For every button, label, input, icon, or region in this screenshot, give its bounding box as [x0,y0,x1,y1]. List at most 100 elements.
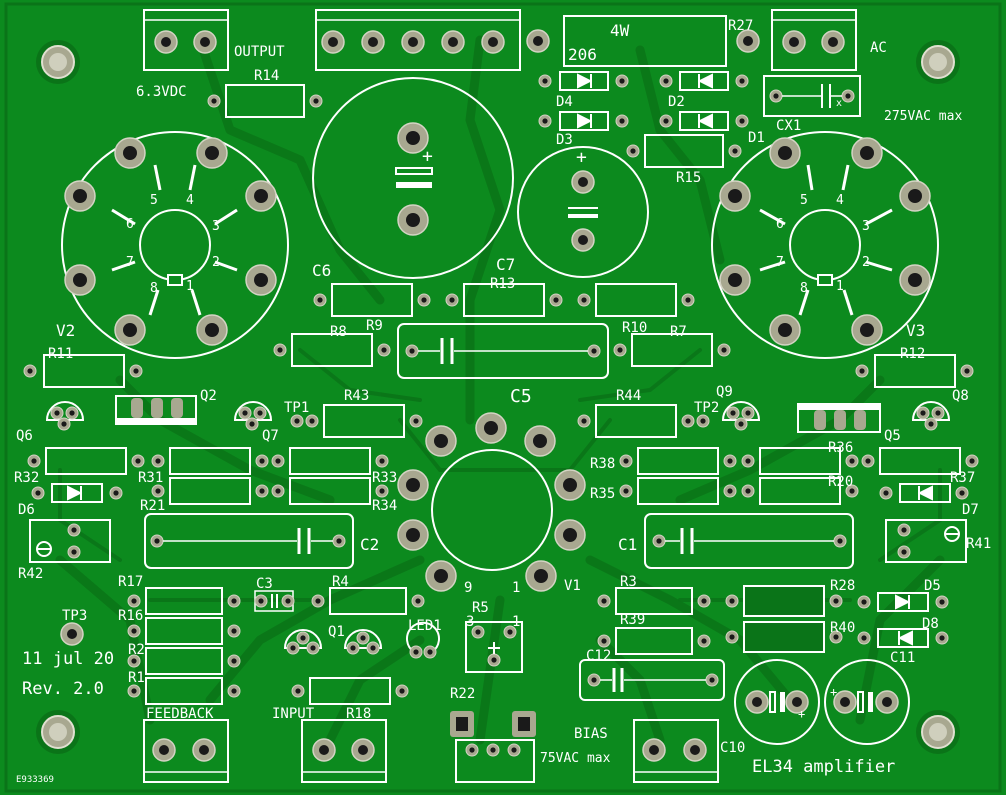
label-bias: BIAS [574,726,608,742]
svg-text:8: 8 [800,281,808,296]
mounting-hole-br [915,709,961,755]
svg-text:5: 5 [800,193,808,208]
label-r32: R32 [14,470,39,486]
label-r15: R15 [676,170,701,186]
label-r5-pin1: 1 [512,614,520,630]
svg-text:+: + [798,707,805,721]
label-c6: C6 [312,261,331,280]
label-c7: C7 [496,255,515,274]
label-r27: R27 [728,18,753,34]
label-led1: LED1 [408,618,442,634]
tube-pin-numbers: 1 2 3 4 5 6 7 8 1 2 3 4 5 6 7 8 [126,193,870,296]
label-q9: Q8 [952,388,969,404]
svg-text:4: 4 [186,193,194,208]
label-r21: R21 [140,498,165,514]
label-r18: R18 [346,706,371,722]
label-c1: C1 [618,535,637,554]
led1 [406,621,440,659]
svg-text:2: 2 [212,255,220,270]
label-d6: D6 [18,502,35,518]
label-cx1: CX1 [776,118,801,134]
transistors-to92 [45,401,951,649]
label-c5: C5 [510,386,532,407]
label-q7: Q6 [16,428,33,444]
svg-text:+: + [422,146,433,167]
r28-body-fill [745,587,823,615]
label-275vac: 275VAC max [884,109,962,124]
label-r5: R5 [472,600,489,616]
label-input: INPUT [272,706,315,722]
svg-text:6: 6 [126,217,134,232]
label-v3: V3 [906,321,925,340]
svg-text:+: + [576,147,587,168]
terminal-feedback [143,719,229,783]
label-tp1: TP1 [284,400,309,416]
label-r20: R20 [828,474,853,490]
label-r1: R1 [128,670,145,686]
label-r16: R16 [118,608,143,624]
svg-text:2: 2 [862,255,870,270]
c12-capacitor [579,659,725,701]
r27-power-resistor [526,15,760,67]
transistor-q6 [797,403,881,433]
svg-text:4: 4 [836,193,844,208]
label-r11: R11 [48,346,73,362]
label-r2: R2 [128,642,145,658]
tube-socket-v3 [711,131,939,359]
terminal-ac [771,9,857,71]
label-r27-4w: 4W [610,21,630,40]
label-r40: R40 [830,620,855,636]
label-d2: D2 [668,94,685,110]
label-v1-pin9: 9 [464,580,472,596]
label-c3: C3 [256,576,273,592]
svg-text:1: 1 [186,279,194,294]
terminal-6v3 [143,9,229,71]
label-d4: D4 [556,94,573,110]
svg-text:7: 7 [776,255,784,270]
tube-socket-v1 [397,412,586,592]
label-r39: R39 [620,612,645,628]
c5-capacitor [397,323,609,379]
svg-text:8: 8 [150,281,158,296]
svg-text:3: 3 [212,219,220,234]
label-r9: R9 [366,318,383,334]
label-part-code: E933369 [16,775,54,785]
svg-text:x: x [836,98,842,109]
label-board-title: EL34 amplifier [752,757,895,777]
label-v2: V2 [56,321,75,340]
mounting-hole-tr [915,39,961,85]
label-r33: R33 [372,470,397,486]
c1-capacitor [644,513,854,569]
test-point-tp1 [290,414,304,428]
label-d8: D8 [922,616,939,632]
label-r28: R28 [830,578,855,594]
label-c10: C10 [720,740,745,756]
label-r13: R13 [490,276,515,292]
terminal-bias [633,719,719,783]
label-r7: R7 [670,324,687,340]
label-75vac: 75VAC max [540,751,611,766]
label-r34: R34 [372,498,397,514]
trimmer-r5 [465,621,523,673]
label-c11: C11 [890,650,915,666]
cx1-capacitor: x [763,75,861,117]
label-revision: Rev. 2.0 [22,679,104,699]
label-r42: R42 [18,566,43,582]
terminal-input [301,719,387,783]
mounting-hole-tl [35,39,81,85]
trimmer-r42 [29,519,111,563]
label-q5: Q2 [200,388,217,404]
label-r44: R44 [616,388,641,404]
tube-socket-v2 [61,131,289,359]
terminal-output [315,9,521,71]
label-d7: D7 [962,502,979,518]
svg-text:3: 3 [862,219,870,234]
test-point-tp3 [60,622,84,646]
label-r8: R8 [330,324,347,340]
label-r31: R31 [138,470,163,486]
label-tp3: TP3 [62,608,87,624]
label-q10: Q9 [716,384,733,400]
c7-capacitor: + [517,146,649,278]
